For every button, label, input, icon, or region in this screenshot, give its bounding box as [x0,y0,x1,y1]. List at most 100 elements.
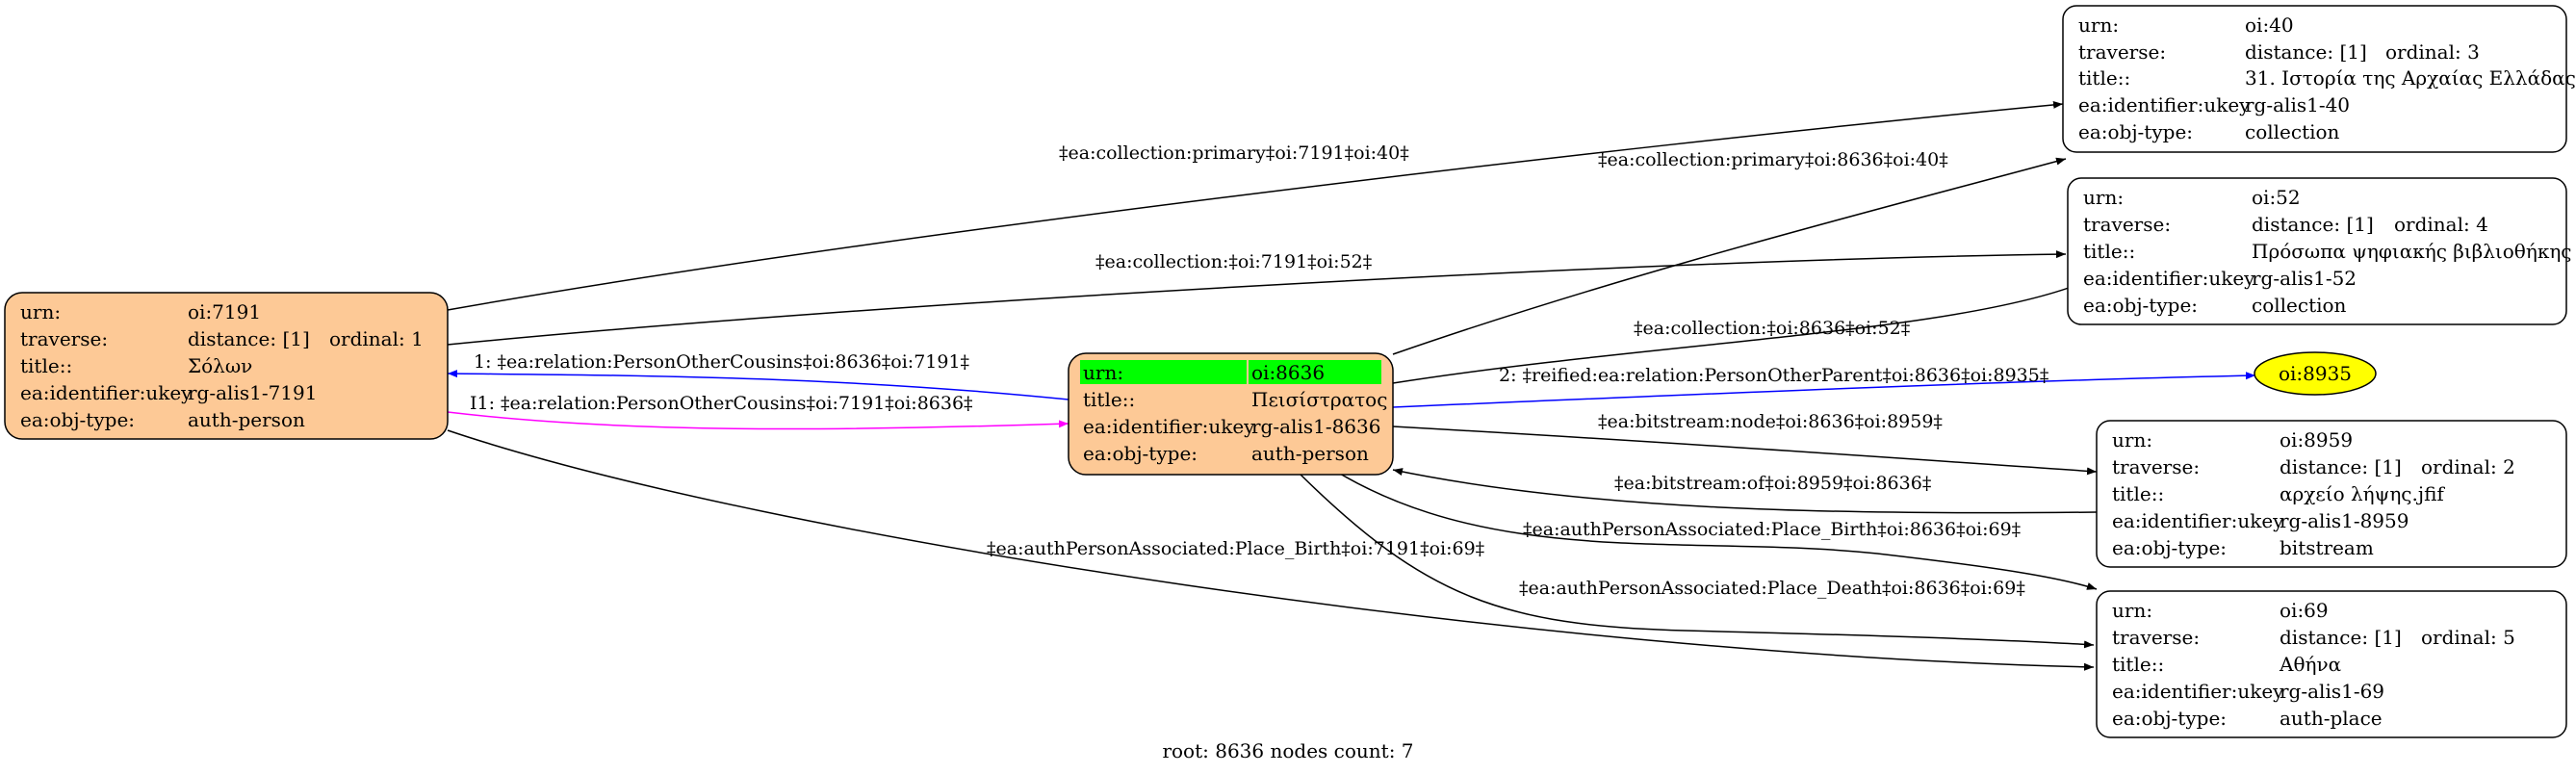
node-key: ea:obj-type: [20,408,135,431]
node-value: auth-person [1251,442,1369,465]
node-key: ea:identifier:ukey [2112,509,2284,532]
node-value: ordinal: 5 [2421,626,2515,649]
node-value: distance: [1] [2245,40,2367,64]
node-box [2096,590,2567,738]
node-value: rg-alis1-40 [2245,93,2350,116]
edge-label-8636-to-8935: 2: ‡reified:ea:relation:PersonOtherParen… [1499,365,2048,386]
edge-label-8636-birth-to-69: ‡ea:authPersonAssociated:Place_Birth‡oi:… [1523,519,2021,540]
edge-label-7191-to-52: ‡ea:collection:‡oi:7191‡oi:52‡ [1095,251,1372,272]
node-value: bitstream [2280,536,2374,559]
node-ellipse [2254,351,2377,396]
edge-label-7191-to-40: ‡ea:collection:primary‡oi:7191‡oi:40‡ [1059,142,1409,164]
node-value: rg-alis1-7191 [188,381,317,404]
node-key: ea:obj-type: [2078,120,2193,143]
edge-8636-to-8935 [1392,372,2256,408]
edge-7191-to-69 [447,429,2095,671]
node-value: oi:40 [2245,13,2294,37]
node-key: ea:identifier:ukey [1083,415,1255,438]
node-value: oi:8636 [1251,361,1325,384]
edges: ‡ea:collection:primary‡oi:7191‡oi:40‡ ‡e… [447,100,2256,671]
node-box [2062,5,2567,153]
node-key: urn: [2112,599,2152,622]
node-value: ordinal: 1 [329,327,424,350]
root-header-key-cell [1080,360,1247,384]
node-value: rg-alis1-8636 [1251,415,1380,438]
node-key: ea:obj-type: [2112,536,2227,559]
node-value: Αθήνα [2279,653,2341,676]
node-key: title:: [2078,66,2130,90]
node-key: traverse: [2112,626,2200,649]
edge-8959-to-8636 [1392,468,2098,514]
edge-8636-to-7191 [447,370,1069,400]
node-label: oi:8935 [2279,362,2352,385]
edge-8636-to-52 [1392,278,2092,384]
node-key: urn: [2112,428,2152,452]
node-key: title:: [2112,482,2164,505]
node-oi-7191[interactable]: urn: oi:7191 traverse: distance: [1] ord… [4,292,449,440]
node-key: ea:identifier:ukey [20,381,193,404]
edge-7191-to-52 [447,250,2067,346]
node-key: title:: [20,354,72,377]
node-oi-40[interactable]: urn: oi:40 traverse: distance: [1] ordin… [2062,5,2576,153]
node-value: distance: [1] [2280,455,2402,478]
node-key: ea:obj-type: [1083,442,1198,465]
node-value: oi:69 [2280,599,2329,622]
node-key: ea:identifier:ukey [2078,93,2251,116]
edge-8636-birth-to-69 [1339,473,2098,590]
node-box [2096,420,2567,568]
edge-label-8636-to-52: ‡ea:collection:‡oi:8636‡oi:52‡ [1634,318,1910,339]
edge-8636-death-to-69 [1299,473,2095,649]
node-box [2067,177,2567,325]
node-oi-8959[interactable]: urn: oi:8959 traverse: distance: [1] ord… [2096,420,2567,568]
node-value: ordinal: 3 [2385,40,2480,64]
edge-7191-to-40 [447,100,2064,311]
node-key: traverse: [2078,40,2166,64]
edge-label-7191-to-69: ‡ea:authPersonAssociated:Place_Birth‡oi:… [987,538,1484,559]
node-value: auth-place [2280,707,2383,730]
edge-label-8636-death-to-69: ‡ea:authPersonAssociated:Place_Death‡oi:… [1519,578,2025,599]
node-key: urn: [2083,186,2124,209]
node-value: rg-alis1-8959 [2280,509,2409,532]
node-oi-8935[interactable]: oi:8935 [2254,351,2377,396]
node-value: Σόλων [188,354,252,377]
node-value: ordinal: 4 [2394,213,2488,236]
node-value: distance: [1] [2252,213,2374,236]
node-value: Πεισίστρατος [1251,388,1387,411]
node-value: Πρόσωπα ψηφιακής βιβλιοθήκης [2252,240,2572,263]
node-value: distance: [1] [188,327,310,350]
node-key: title:: [2083,240,2135,263]
node-value: auth-person [188,408,305,431]
edge-label-8959-to-8636: ‡ea:bitstream:of‡oi:8959‡oi:8636‡ [1614,473,1931,494]
node-value: rg-alis1-69 [2280,680,2384,703]
node-value: collection [2245,120,2340,143]
node-oi-69[interactable]: urn: oi:69 traverse: distance: [1] ordin… [2096,590,2567,738]
node-value: collection [2252,294,2347,317]
node-key: ea:obj-type: [2083,294,2198,317]
node-key: urn: [20,300,61,323]
node-oi-52[interactable]: urn: oi:52 traverse: distance: [1] ordin… [2067,177,2572,325]
edge-8636-to-40 [1392,157,2067,355]
edge-7191-to-8636 [447,411,1069,430]
node-value: 31. Ιστορία της Αρχαίας Ελλάδας [2245,66,2576,90]
node-key: traverse: [2083,213,2171,236]
node-key: title:: [1083,388,1135,411]
node-value: distance: [1] [2280,626,2402,649]
edge-label-7191-to-8636: I1: ‡ea:relation:PersonOtherCousins‡oi:7… [470,393,973,414]
node-value: rg-alis1-52 [2252,267,2357,290]
node-key: ea:obj-type: [2112,707,2227,730]
node-value: oi:7191 [188,300,261,323]
node-box [4,292,449,440]
node-value: oi:52 [2252,186,2301,209]
node-value: oi:8959 [2280,428,2353,452]
edge-label-8636-to-40: ‡ea:collection:primary‡oi:8636‡oi:40‡ [1598,149,1948,170]
node-key: urn: [2078,13,2119,37]
node-value: ordinal: 2 [2421,455,2515,478]
edge-8636-to-8959 [1392,426,2098,476]
node-key: traverse: [20,327,108,350]
root-header-value-cell [1249,360,1381,384]
node-key: ea:identifier:ukey [2112,680,2284,703]
node-value: αρχείο λήψης.jfif [2280,482,2445,505]
node-key: traverse: [2112,455,2200,478]
node-oi-8636-root[interactable]: urn: oi:8636 title:: Πεισίστρατος ea:ide… [1068,352,1394,476]
